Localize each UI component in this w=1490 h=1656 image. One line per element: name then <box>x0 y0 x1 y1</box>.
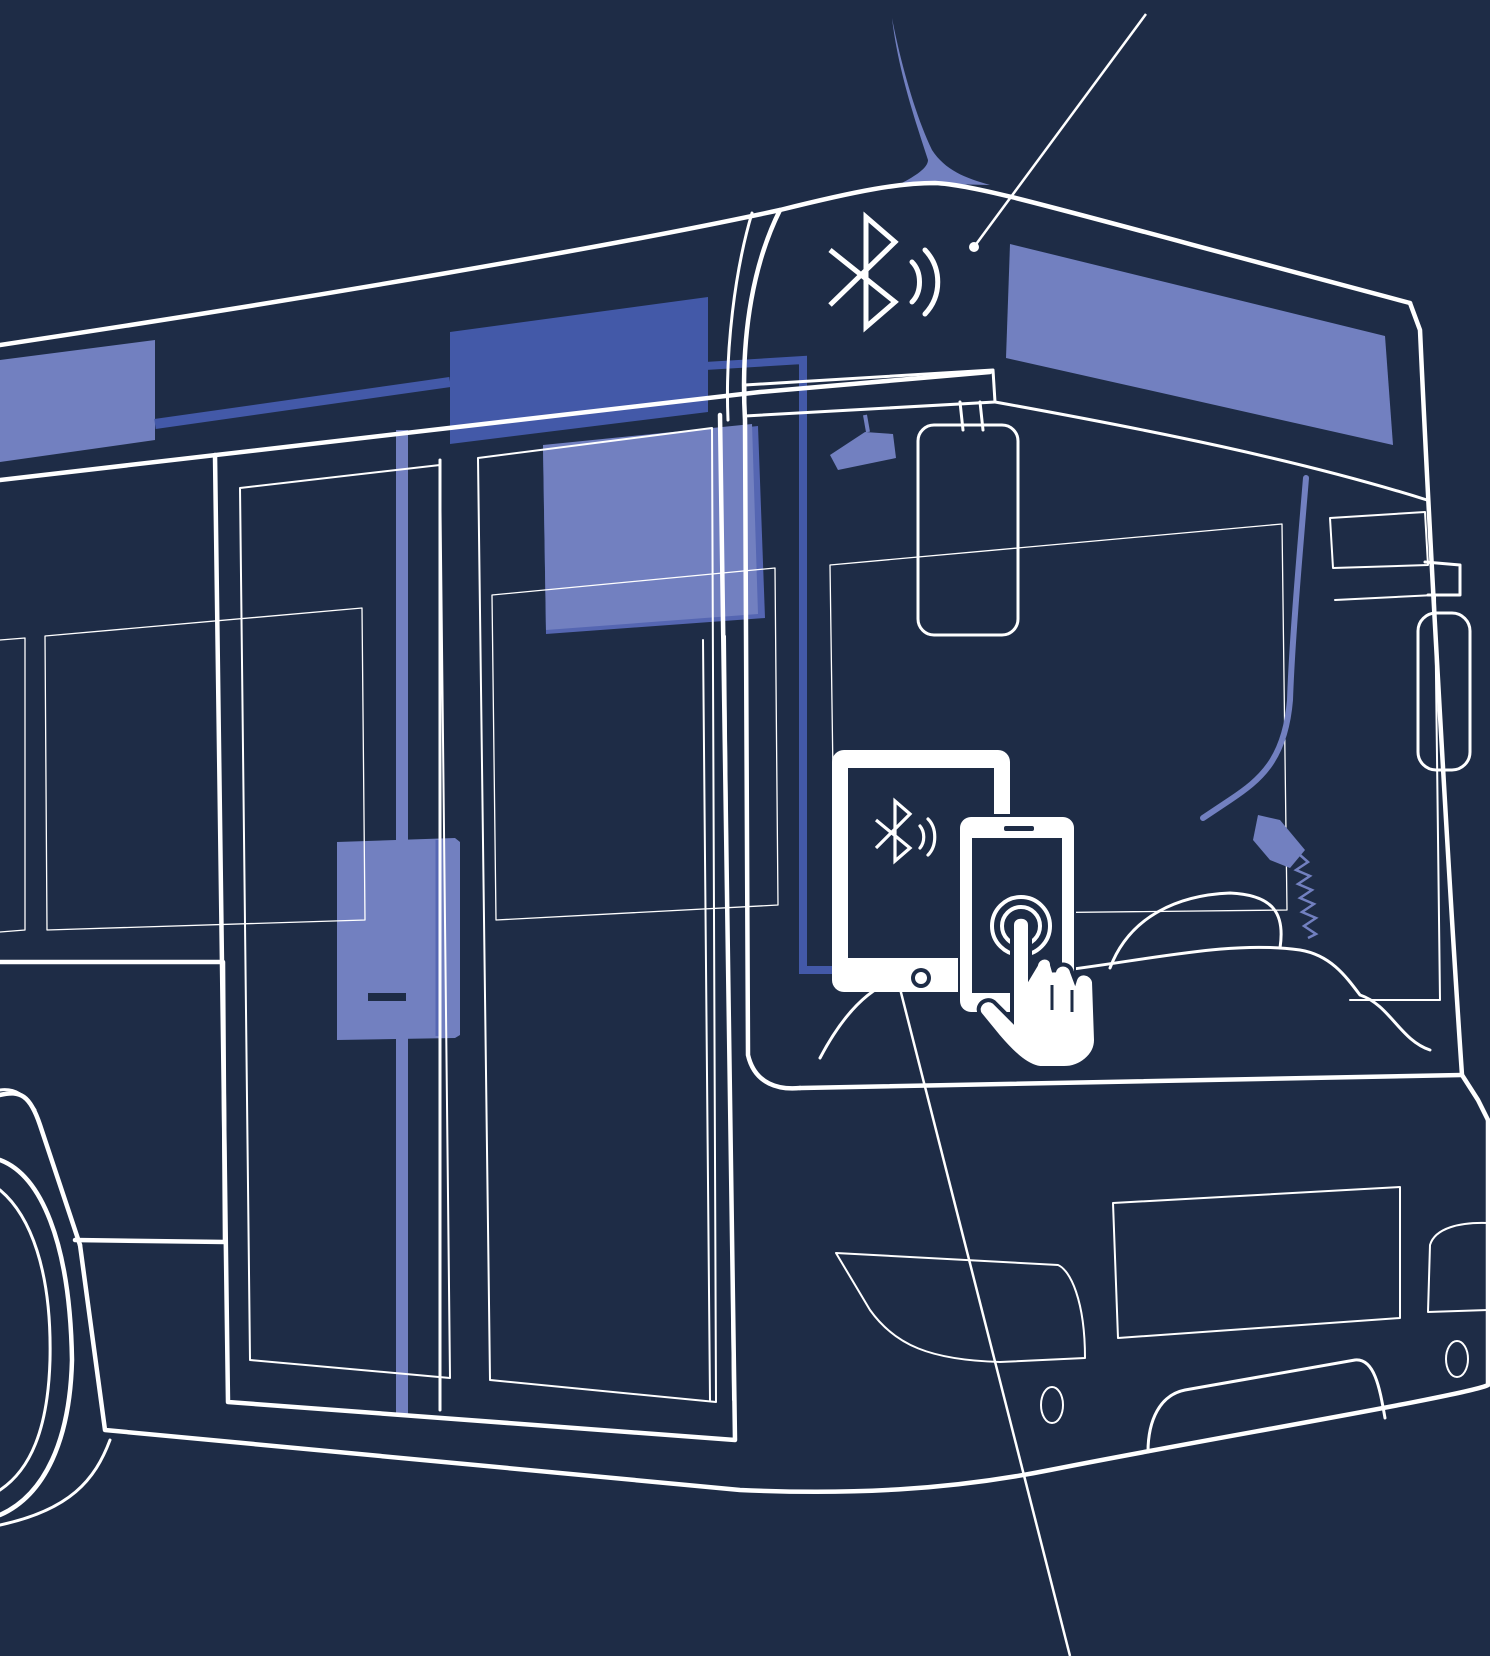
validator-slot <box>368 993 406 1001</box>
validator-box <box>337 838 460 1040</box>
interior-display-screen <box>543 424 765 634</box>
